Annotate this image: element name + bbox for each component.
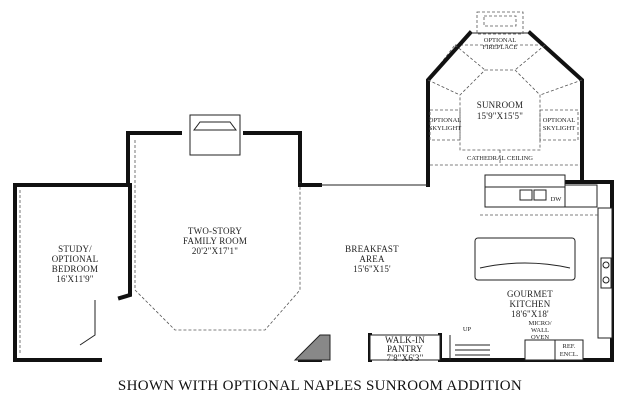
ref-encl-label-1: REF. [562, 343, 575, 350]
sunroom-structure [426, 30, 584, 187]
pantry-name-2: PANTRY [387, 344, 423, 354]
breakfast-name-2: AREA [359, 254, 385, 264]
micro-oven-label-1: MICRO/ [528, 320, 551, 327]
dishwasher-label: DW [551, 196, 563, 203]
ref-encl-label-2: ENCL. [560, 351, 579, 358]
study-name-3: BEDROOM [52, 264, 98, 274]
cathedral-ceiling-label: CATHEDRAL CEILING [467, 155, 533, 162]
kitchen-name-1: GOURMET [507, 289, 553, 299]
family-room-dims: 20'2"X17'1" [192, 246, 238, 256]
skylight-right [539, 109, 579, 141]
pantry-dims: 7'8"X6'3" [387, 353, 424, 363]
stairs-up-label: UP [463, 326, 472, 333]
skylight-left-label-2: SKYLIGHT [429, 125, 462, 132]
family-room-name-2: FAMILY ROOM [183, 236, 247, 246]
sunroom-name: SUNROOM [477, 100, 523, 110]
micro-oven-label-2: WALL [531, 327, 549, 334]
skylight-left [429, 109, 461, 141]
micro-oven-label-3: OVEN [531, 334, 549, 341]
fireplace-label-2: FIREPLACE [483, 44, 518, 51]
sunroom-dims: 15'9"X15'5" [477, 111, 523, 121]
kitchen-structure [474, 174, 613, 361]
skylight-left-label-1: OPTIONAL [429, 117, 462, 124]
kitchen-dims: 18'6"X18' [511, 309, 549, 319]
optional-fireplace [476, 11, 524, 35]
breakfast-dims: 15'6"X15' [353, 264, 391, 274]
family-room-name-1: TWO-STORY [188, 226, 242, 236]
study-name-1: STUDY/ [58, 244, 92, 254]
study-structure [19, 183, 132, 355]
family-room-structure [126, 114, 302, 331]
fireplace-label-1: OPTIONAL [484, 37, 517, 44]
study-name-2: OPTIONAL [52, 254, 99, 264]
study-dims: 16'X11'9" [56, 274, 94, 284]
plan-caption: SHOWN WITH OPTIONAL NAPLES SUNROOM ADDIT… [118, 378, 522, 394]
skylight-right-label-2: SKYLIGHT [543, 125, 576, 132]
breakfast-name-1: BREAKFAST [345, 244, 399, 254]
pantry-stairs [293, 334, 490, 361]
pantry-name-1: WALK-IN [385, 335, 425, 345]
skylight-right-label-1: OPTIONAL [543, 117, 576, 124]
kitchen-name-2: KITCHEN [510, 299, 551, 309]
